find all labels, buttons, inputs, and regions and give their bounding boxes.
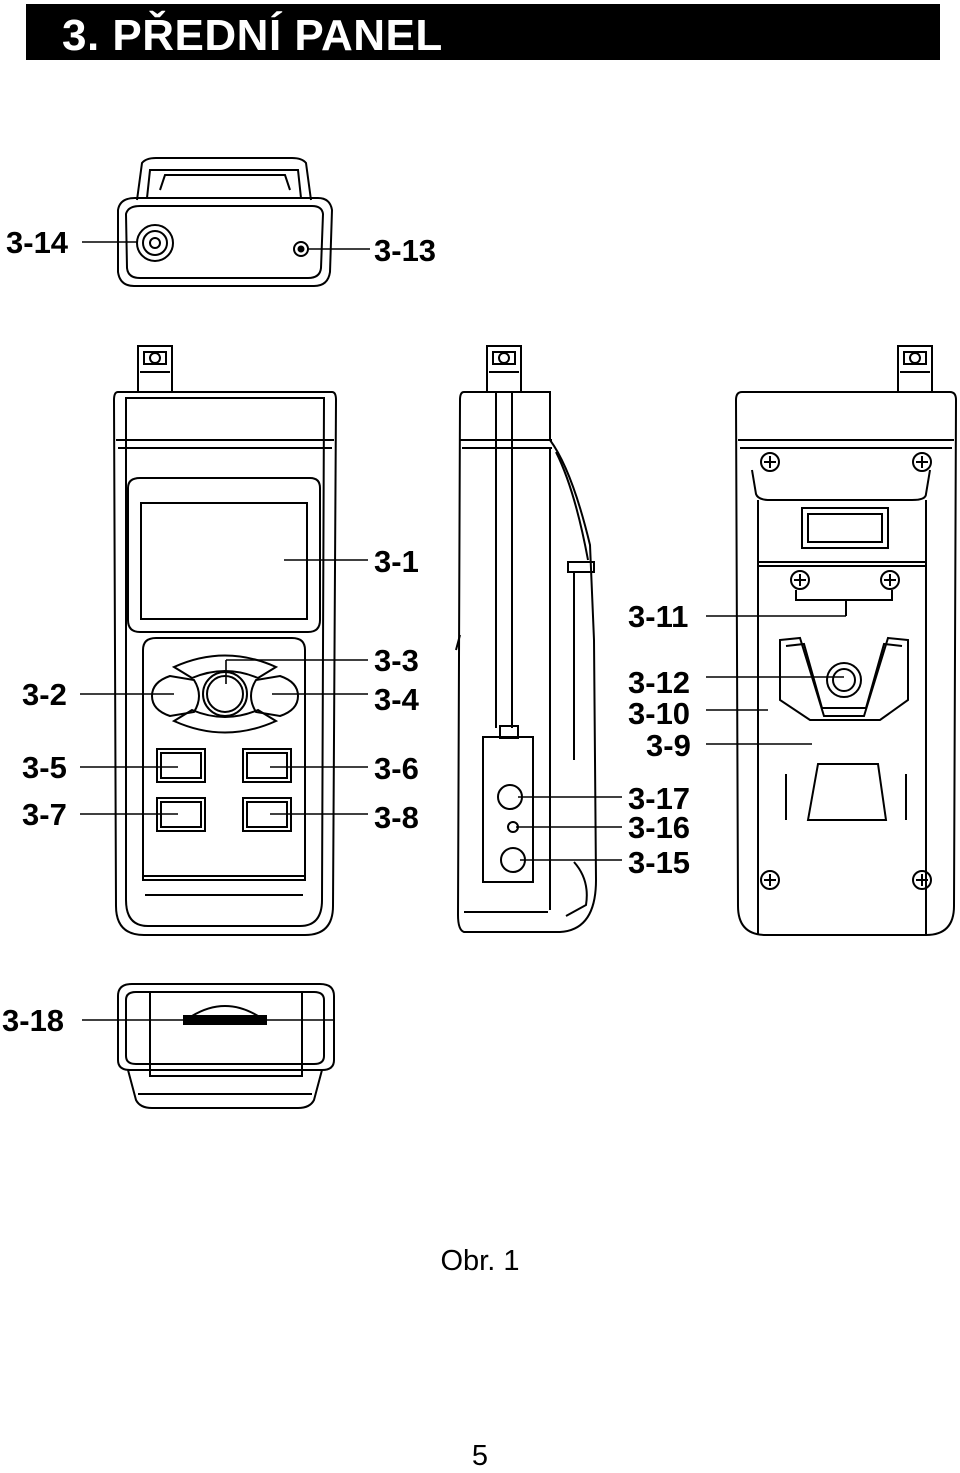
- callout-3-13: 3-13: [374, 233, 436, 268]
- screw-icon: [790, 570, 810, 590]
- side-jack-panel: [482, 736, 534, 883]
- screw-icon: [912, 452, 932, 472]
- key-3-6: [242, 748, 292, 783]
- callout-3-16: 3-16: [628, 810, 690, 845]
- display-bezel: [127, 477, 321, 633]
- callout-3-18: 3-18: [2, 1003, 64, 1038]
- key-right: [250, 674, 300, 718]
- callout-3-8: 3-8: [374, 800, 419, 835]
- callout-3-15: 3-15: [628, 845, 690, 880]
- callout-3-2: 3-2: [22, 677, 67, 712]
- figure-caption: Obr. 1: [440, 1245, 520, 1277]
- key-up: [171, 654, 279, 680]
- bnc-connector-icon: [897, 345, 933, 393]
- page-number: 5: [471, 1440, 489, 1472]
- section-title: 3. PŘEDNÍ PANEL: [62, 11, 443, 60]
- back-view: [734, 345, 958, 936]
- callout-3-3: 3-3: [374, 643, 419, 678]
- top-view: [117, 157, 334, 287]
- front-view: [112, 345, 338, 936]
- leader-lines: [80, 241, 846, 1021]
- screw-icon: [760, 870, 780, 890]
- bnc-connector-icon: [137, 345, 173, 393]
- keypad-area: [142, 637, 306, 881]
- screw-icon: [912, 870, 932, 890]
- callout-3-9: 3-9: [646, 728, 691, 763]
- bottom-view: [117, 983, 335, 1109]
- sd-card-slot-icon: [183, 1005, 267, 1025]
- key-3-5: [156, 748, 206, 783]
- side-view: [455, 345, 598, 933]
- label-window: [801, 507, 889, 549]
- screw-icon: [760, 452, 780, 472]
- callout-3-10: 3-10: [628, 696, 690, 731]
- lcd-display: [140, 502, 308, 620]
- bnc-connector-icon: [136, 224, 174, 262]
- callout-3-5: 3-5: [22, 750, 67, 785]
- callout-labels: 3-14 3-13 3-1 3-3 3-2 3-4 3-5 3-6 3-7 3-…: [2, 225, 691, 1038]
- callout-3-11: 3-11: [628, 599, 688, 634]
- tripod-mount-icon: [826, 662, 862, 698]
- callout-3-7: 3-7: [22, 797, 67, 832]
- callout-3-17: 3-17: [628, 781, 690, 816]
- small-jack-icon: [293, 241, 309, 257]
- callout-3-14: 3-14: [6, 225, 69, 260]
- callout-3-12: 3-12: [628, 665, 690, 700]
- callout-3-6: 3-6: [374, 751, 419, 786]
- key-down: [171, 708, 279, 734]
- section-header-bar: 3. PŘEDNÍ PANEL: [26, 4, 940, 60]
- key-left: [150, 674, 200, 718]
- callout-3-1: 3-1: [374, 544, 419, 579]
- callout-3-4: 3-4: [374, 682, 420, 717]
- key-center: [206, 675, 244, 713]
- bnc-connector-icon: [486, 345, 522, 393]
- screw-icon: [880, 570, 900, 590]
